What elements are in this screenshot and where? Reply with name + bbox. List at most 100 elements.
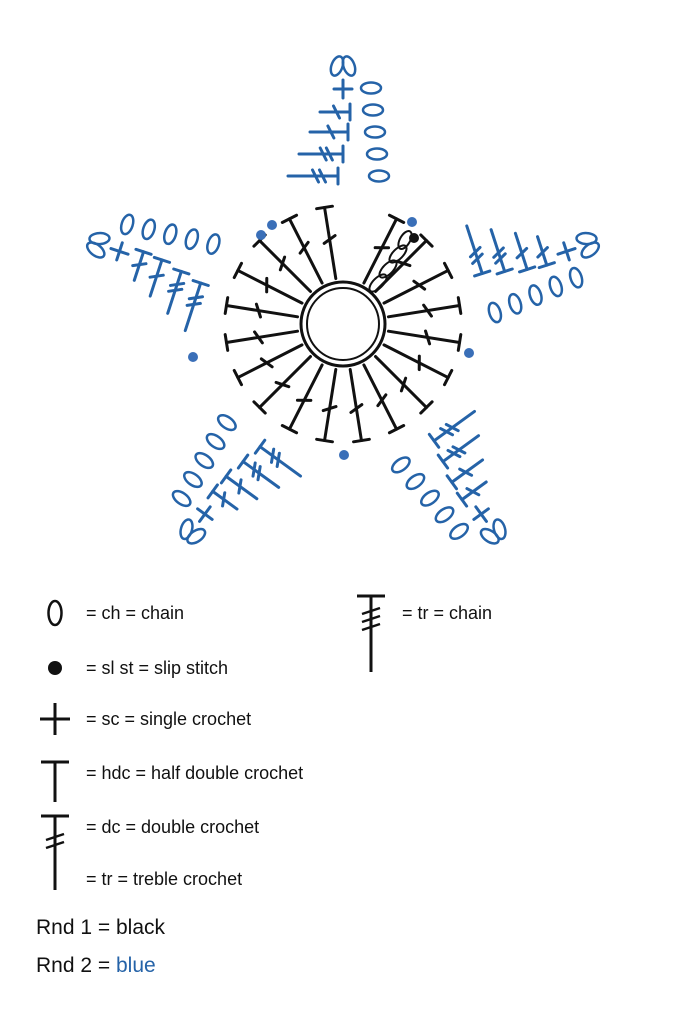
round-2-chain <box>363 125 387 139</box>
round-1-stitch <box>348 367 371 444</box>
half-double-crochet-icon <box>41 760 69 802</box>
round-1-label: Rnd 1 = <box>36 916 111 939</box>
round-1-stitch <box>362 213 406 285</box>
slip-stitch-icon <box>48 661 62 675</box>
round-2-chain <box>85 241 106 259</box>
round-1-stitch <box>280 363 324 435</box>
round-2-chain <box>434 506 455 524</box>
round-1-key: Rnd 1 = black <box>36 916 165 940</box>
round-2-stitch <box>513 231 537 274</box>
round-2-stitch <box>286 166 340 186</box>
round-2-stitches <box>85 55 601 545</box>
round-2-single-crochet <box>196 505 214 523</box>
round-2-stitch <box>219 468 259 501</box>
round-2-stitch <box>297 144 345 164</box>
legend-slip-stitch: = sl st = slip stitch <box>40 649 340 689</box>
round-2-color: blue <box>115 954 156 977</box>
round-2-single-crochet <box>332 78 354 100</box>
round-2-chain <box>329 55 345 77</box>
legend-half-double-crochet-label: = hdc = half double crochet <box>86 763 304 783</box>
round-2-stitch <box>206 483 239 511</box>
round-1-stitch <box>315 204 338 281</box>
round-2-key: Rnd 2 = blue <box>36 954 156 978</box>
round-1-stitch <box>223 296 300 319</box>
legend-treble-crochet: = tr = treble crochet <box>86 866 346 906</box>
round-2-chain <box>367 169 391 183</box>
legend-double-crochet: = dc = double crochet <box>40 810 340 890</box>
round-2-stitch <box>427 409 476 449</box>
round-2-stitch <box>183 279 210 333</box>
round-2-chain <box>205 432 226 451</box>
round-1-stitch <box>382 261 454 305</box>
single-crochet-icon <box>40 703 70 735</box>
round-2-stitch <box>166 267 191 315</box>
round-1-stitch <box>252 355 312 415</box>
round-2-chain <box>184 228 200 251</box>
round-2-chain <box>365 147 389 161</box>
round-2-chain <box>186 527 207 545</box>
round-2-chain <box>179 518 194 541</box>
legend-double-crochet-label: = dc = double crochet <box>86 817 260 837</box>
round-1-slip-stitch <box>409 233 419 243</box>
double-crochet-icon <box>41 814 69 890</box>
round-2-stitch <box>148 255 172 298</box>
round-2-chain <box>162 223 178 246</box>
round-2-chain <box>171 489 192 508</box>
star-crochet-diagram <box>85 55 601 545</box>
round-2-chain <box>575 231 598 246</box>
round-2-stitch <box>236 453 281 489</box>
round-2-chain <box>361 103 385 117</box>
round-2-chain <box>88 231 111 246</box>
magic-ring-inner <box>306 287 380 361</box>
round-1-stitch <box>232 261 304 305</box>
round-2-chain <box>216 413 237 432</box>
round-2-chain <box>141 218 157 241</box>
round-2-chain <box>390 456 411 474</box>
round-1-stitch <box>232 343 304 387</box>
legend-single-crochet-label: = sc = single crochet <box>86 709 252 729</box>
round-2-chain <box>479 527 500 545</box>
round-1-stitch <box>280 213 324 285</box>
round-2-stitch <box>489 228 514 276</box>
round-2-chain <box>492 518 507 541</box>
round-1-stitch <box>386 329 463 352</box>
legend-chain: = ch = chain <box>40 596 340 636</box>
round-1-stitch <box>382 343 454 387</box>
legend-chain-label: = ch = chain <box>86 603 185 623</box>
round-2-chain <box>182 470 203 489</box>
round-2-chain <box>194 451 215 470</box>
round-1-stitch <box>315 367 338 444</box>
round-2-chain <box>487 301 503 324</box>
round-1-stitch <box>223 329 300 352</box>
round-2-slip-stitches <box>188 217 474 460</box>
legend-treble-chain-label: = tr = chain <box>402 603 493 623</box>
round-1-stitch <box>362 363 406 435</box>
round-2-chain <box>206 233 221 255</box>
round-2-label: Rnd 2 = <box>36 954 111 977</box>
round-2-stitch <box>465 224 492 278</box>
legend-treble-crochet-label: = tr = treble crochet <box>86 869 243 889</box>
round-2-chain <box>420 489 440 507</box>
round-2-chain <box>449 522 470 541</box>
round-2-chain <box>341 55 357 77</box>
round-1-stitches <box>223 204 463 444</box>
round-2-chain <box>507 292 523 315</box>
legend-treble-chain: = tr = chain <box>356 592 616 672</box>
round-2-stitch <box>445 458 485 491</box>
round-2-chain <box>528 284 543 307</box>
legend-slip-stitch-label: = sl st = slip stitch <box>86 658 229 678</box>
round-2-chain <box>359 81 383 95</box>
magic-ring-outer <box>299 280 387 368</box>
round-2-stitch <box>455 480 488 508</box>
treble-crochet-icon <box>357 594 385 672</box>
round-2-chain <box>580 241 601 259</box>
round-2-chain <box>548 275 564 298</box>
round-2-stitch <box>308 122 350 142</box>
round-2-chain <box>405 472 426 491</box>
legend-single-crochet: = sc = single crochet <box>40 700 340 740</box>
legend-half-double-crochet: = hdc = half double crochet <box>40 752 360 802</box>
round-2-single-crochet <box>472 505 490 523</box>
round-2-stitch <box>318 102 352 122</box>
round-1-stitch <box>386 296 463 319</box>
round-1-color: black <box>115 916 166 939</box>
